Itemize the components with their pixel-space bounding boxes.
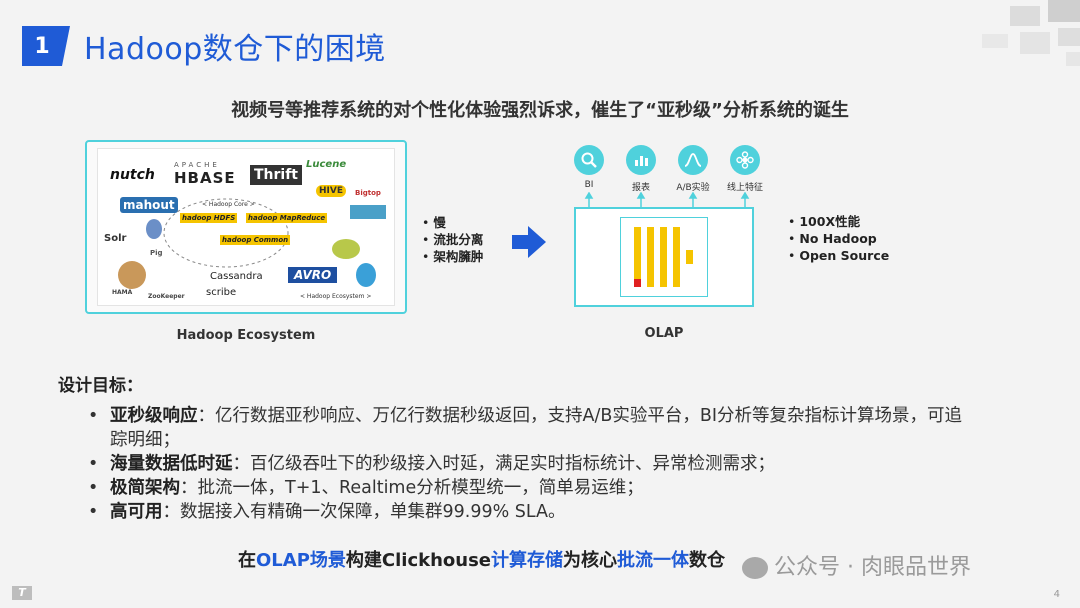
zookeeper-logo: ZooKeeper: [148, 293, 185, 300]
goal-key: 海量数据低时延: [110, 454, 233, 474]
goal-text: ：亿行数据亚秒响应、万亿行数据秒级返回，支持A/B实验平台，BI分析等复杂指标计…: [110, 406, 963, 450]
subtitle: 视频号等推荐系统的对个性化体验强烈诉求，催生了“亚秒级”分析系统的诞生: [231, 100, 849, 121]
solr-logo: Solr: [104, 233, 127, 244]
cassandra-logo: Cassandra: [210, 271, 263, 282]
goal-text: ：百亿级吞吐下的秒级接入时延，满足实时指标统计、异常检测需求；: [232, 454, 776, 474]
conclusion-part: 为核心: [563, 550, 618, 571]
scribe-logo: scribe: [206, 287, 237, 298]
goal-item: 极简架构：批流一体，T+1、Realtime分析模型统一，简单易运维；: [88, 476, 968, 500]
bar-chart-icon: [626, 145, 656, 175]
benefit-item: 100X性能: [788, 213, 889, 230]
goal-key: 亚秒级响应: [110, 406, 198, 426]
hadoop-problems-list: 慢 流批分离 架构臃肿: [422, 214, 483, 265]
conclusion-highlight: OLAP场景: [256, 550, 346, 571]
benefit-item: No Hadoop: [788, 230, 889, 247]
right-arrow-icon: [512, 226, 546, 258]
goal-item: 高可用：数据接入有精确一次保障，单集群99.99% SLA。: [88, 500, 968, 524]
design-goals-list: 亚秒级响应：亿行数据亚秒响应、万亿行数据秒级返回，支持A/B实验平台，BI分析等…: [88, 404, 968, 524]
bigtop-logo: Bigtop: [355, 189, 381, 197]
footer-logo-icon: T: [12, 586, 32, 600]
corner-decoration: [970, 0, 1080, 70]
goal-text: ：批流一体，T+1、Realtime分析模型统一，简单易运维；: [180, 478, 644, 498]
benefit-item: Open Source: [788, 247, 889, 264]
olap-icon-label: 报表: [631, 183, 650, 193]
hadoop-mapreduce-logo: hadoop MapReduce: [246, 213, 328, 223]
olap-engine-box: [574, 207, 754, 307]
conclusion-line: 在OLAP场景构建Clickhouse计算存储为核心批流一体数仓: [238, 546, 725, 572]
goal-item: 海量数据低时延：百亿级吞吐下的秒级接入时延，满足实时指标统计、异常检测需求；: [88, 452, 968, 476]
olap-icon-label: A/B实验: [676, 183, 710, 193]
watermark-text: 公众号 · 肉眼品世界: [774, 555, 971, 580]
design-goals-heading: 设计目标：: [58, 376, 143, 396]
section-number-badge: 1: [22, 26, 70, 66]
conclusion-highlight: 批流一体: [617, 550, 690, 571]
conclusion-part: 在: [238, 550, 256, 571]
conclusion-part: 构建Clickhouse: [345, 550, 492, 571]
problem-item: 流批分离: [422, 231, 483, 248]
goal-key: 高可用: [110, 502, 163, 522]
olap-caption: OLAP: [644, 326, 684, 341]
problem-item: 慢: [422, 214, 483, 231]
hama-logo: HAMA: [112, 289, 133, 296]
ecosystem-caption: Hadoop Ecosystem: [176, 328, 316, 343]
hadoop-core-label: < Hadoop Core >: [202, 201, 255, 208]
hive-logo: HIVE: [316, 185, 346, 197]
conclusion-part: 数仓: [689, 550, 726, 571]
slide-title: 1 Hadoop数仓下的困境: [22, 26, 386, 67]
conclusion-highlight: 计算存储: [491, 550, 564, 571]
search-icon: [574, 145, 604, 175]
wechat-icon: [742, 557, 768, 579]
hadoop-common-logo: hadoop Common: [220, 235, 291, 245]
bell-curve-icon: [678, 145, 708, 175]
nutch-logo: nutch: [110, 167, 155, 183]
olap-connector-arrows: [584, 192, 750, 207]
title-text: Hadoop数仓下的困境: [84, 32, 386, 67]
flower-icon: [730, 145, 760, 175]
clickhouse-logo: [620, 217, 708, 297]
goal-text: ：数据接入有精确一次保障，单集群99.99% SLA。: [162, 502, 566, 522]
hbase-logo: HBASE: [174, 169, 236, 187]
hadoop-core-ellipse: [118, 198, 386, 289]
hadoop-ecosystem-panel: nutch APACHE HBASE Thrift Lucene HIVE Bi…: [85, 140, 407, 314]
goal-key: 极简架构: [110, 478, 180, 498]
olap-icon-label: 线上特征: [726, 183, 763, 193]
olap-benefits-list: 100X性能 No Hadoop Open Source: [788, 213, 889, 264]
lucene-logo: Lucene: [306, 159, 347, 170]
thrift-logo: Thrift: [250, 165, 303, 185]
hadoop-ecosystem-label: < Hadoop Ecosystem >: [300, 293, 372, 300]
page-number: 4: [1053, 589, 1060, 600]
problem-item: 架构臃肿: [422, 248, 483, 265]
hadoop-hdfs-logo: hadoop HDFS: [180, 213, 238, 223]
mahout-logo: mahout: [120, 197, 178, 213]
pig-logo: Pig: [150, 249, 163, 257]
goal-item: 亚秒级响应：亿行数据亚秒响应、万亿行数据秒级返回，支持A/B实验平台，BI分析等…: [88, 404, 968, 452]
hbase-apache-label: APACHE: [174, 161, 220, 169]
ecosystem-logo-collage: nutch APACHE HBASE Thrift Lucene HIVE Bi…: [97, 148, 395, 306]
watermark: 公众号 · 肉眼品世界: [742, 549, 971, 581]
avro-logo: AVRO: [288, 267, 338, 283]
olap-icon-label: BI: [584, 180, 594, 190]
